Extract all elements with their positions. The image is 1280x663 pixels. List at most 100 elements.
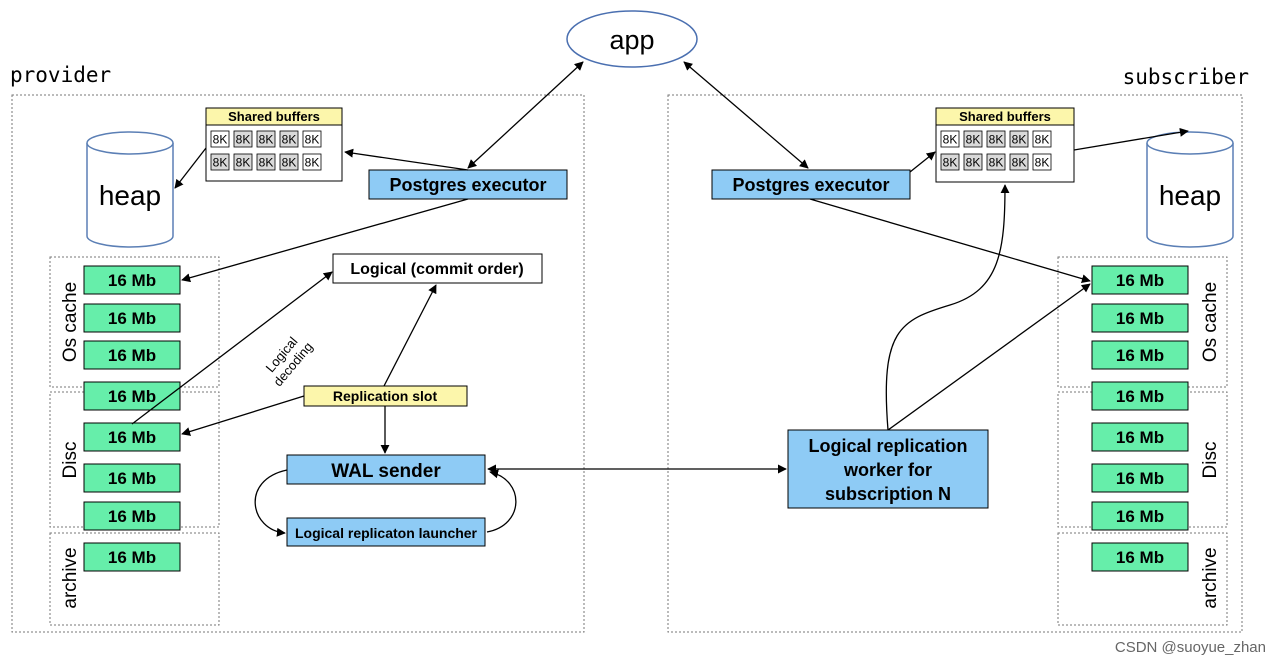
arrow-sub-executor-buffers: [909, 151, 936, 173]
buffer-cell-label: 8K: [1012, 133, 1027, 147]
arrow-decoding: [131, 271, 333, 425]
wal-segment: [1091, 340, 1189, 370]
buffer-cell-label: 8K: [213, 156, 228, 170]
wal-segment-label: 16 Mb: [1116, 507, 1164, 526]
subscriber-archive-group: [1057, 532, 1228, 626]
wal-segment-label: 16 Mb: [108, 346, 156, 365]
provider-postgres-executor-label: Postgres executor: [389, 175, 546, 195]
arrow-worker-buffers: [885, 184, 1010, 431]
buffer-cell: [963, 130, 983, 148]
wal-segment-label: 16 Mb: [1116, 469, 1164, 488]
buffer-cell: [1032, 153, 1052, 171]
buffer-cell: [279, 153, 299, 171]
provider-disc-label: Disc: [60, 442, 81, 479]
subscriber-disc-label: Disc: [1200, 442, 1221, 479]
provider-title: provider: [10, 63, 111, 87]
buffer-cell-label: 8K: [259, 156, 274, 170]
wal-segment: [83, 501, 181, 531]
arrow-app-subscriber-executor: [683, 61, 809, 169]
worker-label-2: worker for: [843, 460, 932, 480]
arrow-worker-oscache: [887, 283, 1091, 431]
buffer-cell: [986, 130, 1006, 148]
buffer-cell: [940, 153, 960, 171]
arrow-sub-executor-oscache: [809, 198, 1091, 284]
logical-commit-order-label: Logical (commit order): [350, 261, 523, 278]
subscriber-container: [667, 94, 1243, 633]
arrow-executor-buffers: [344, 148, 469, 171]
wal-sender: [286, 454, 486, 485]
logical-commit-order: [332, 253, 543, 284]
arrow-buffers-heap: [174, 147, 207, 189]
replication-launcher-label: Logical replicaton launcher: [295, 525, 478, 541]
subscriber-postgres-executor-label: Postgres executor: [732, 175, 889, 195]
subscriber-postgres-executor: [711, 169, 911, 200]
provider-os-cache-label: Os cache: [60, 282, 81, 362]
buffer-cell: [1009, 130, 1029, 148]
buffer-cell-label: 8K: [1012, 156, 1027, 170]
app-node: [566, 10, 698, 68]
provider-postgres-executor: [368, 169, 568, 200]
buffer-cell: [256, 130, 276, 148]
arrow-app-provider-executor: [467, 61, 584, 169]
wal-segment: [1091, 542, 1189, 572]
subscriber-title: subscriber: [1123, 65, 1249, 89]
wal-segment: [83, 542, 181, 572]
buffer-cell-label: 8K: [1035, 133, 1050, 147]
subscriber-heap: heap: [1146, 131, 1234, 248]
watermark: CSDN @suoyue_zhan: [1115, 639, 1266, 656]
arrow-sub-buffers-heap: [1073, 127, 1189, 151]
subscriber-heap-label: heap: [1159, 180, 1221, 211]
buffer-cell: [210, 130, 230, 148]
subscriber-os-cache-label: Os cache: [1200, 282, 1221, 362]
wal-segment: [1091, 303, 1189, 333]
wal-segment-label: 16 Mb: [108, 271, 156, 290]
wal-segment: [83, 340, 181, 370]
buffer-cell-label: 8K: [236, 156, 251, 170]
buffer-cell-label: 8K: [989, 133, 1004, 147]
wal-segment-label: 16 Mb: [108, 309, 156, 328]
buffer-cell: [302, 130, 322, 148]
wal-segment: [1091, 422, 1189, 452]
wal-segment: [83, 265, 181, 295]
wal-segment-label: 16 Mb: [108, 469, 156, 488]
subscriber-shared-buffers-title: Shared buffers: [959, 109, 1051, 124]
worker-label-1: Logical replication: [808, 436, 967, 456]
wal-segment: [83, 381, 181, 411]
buffer-cell-label: 8K: [943, 156, 958, 170]
wal-sender-label: WAL sender: [331, 461, 441, 482]
logical-replication-worker: [787, 429, 989, 509]
buffer-cell-label: 8K: [966, 156, 981, 170]
replication-launcher: [286, 517, 486, 547]
wal-segment-label: 16 Mb: [108, 387, 156, 406]
buffer-cell-label: 8K: [966, 133, 981, 147]
buffer-cell: [1009, 153, 1029, 171]
wal-segment-label: 16 Mb: [108, 507, 156, 526]
wal-segment-label: 16 Mb: [108, 548, 156, 567]
wal-segment: [1091, 501, 1189, 531]
buffer-cell-label: 8K: [1035, 156, 1050, 170]
buffer-cell: [233, 153, 253, 171]
wal-segment-label: 16 Mb: [1116, 346, 1164, 365]
wal-segment-label: 16 Mb: [108, 428, 156, 447]
provider-archive-group: [49, 532, 220, 626]
buffer-cell-label: 8K: [282, 133, 297, 147]
wal-segment-label: 16 Mb: [1116, 548, 1164, 567]
buffer-cell: [302, 153, 322, 171]
buffer-cell-label: 8K: [282, 156, 297, 170]
provider-heap: heap: [86, 131, 174, 248]
wal-segment-label: 16 Mb: [1116, 387, 1164, 406]
buffer-cell: [1032, 130, 1052, 148]
provider-heap-label: heap: [99, 180, 161, 211]
provider-segments: 16 Mb 16 Mb 16 Mb 16 Mb 16 Mb 16 Mb 16 Mb 16 Mb: [83, 265, 181, 572]
provider-container: [11, 94, 585, 633]
arrow-executor-oscache: [181, 198, 469, 283]
wal-segment: [83, 303, 181, 333]
replication-slot-label: Replication slot: [333, 388, 438, 404]
arrow-slot-disc: [181, 395, 305, 436]
buffer-cell: [256, 153, 276, 171]
wal-segment: [1091, 265, 1189, 295]
buffer-cell: [940, 130, 960, 148]
